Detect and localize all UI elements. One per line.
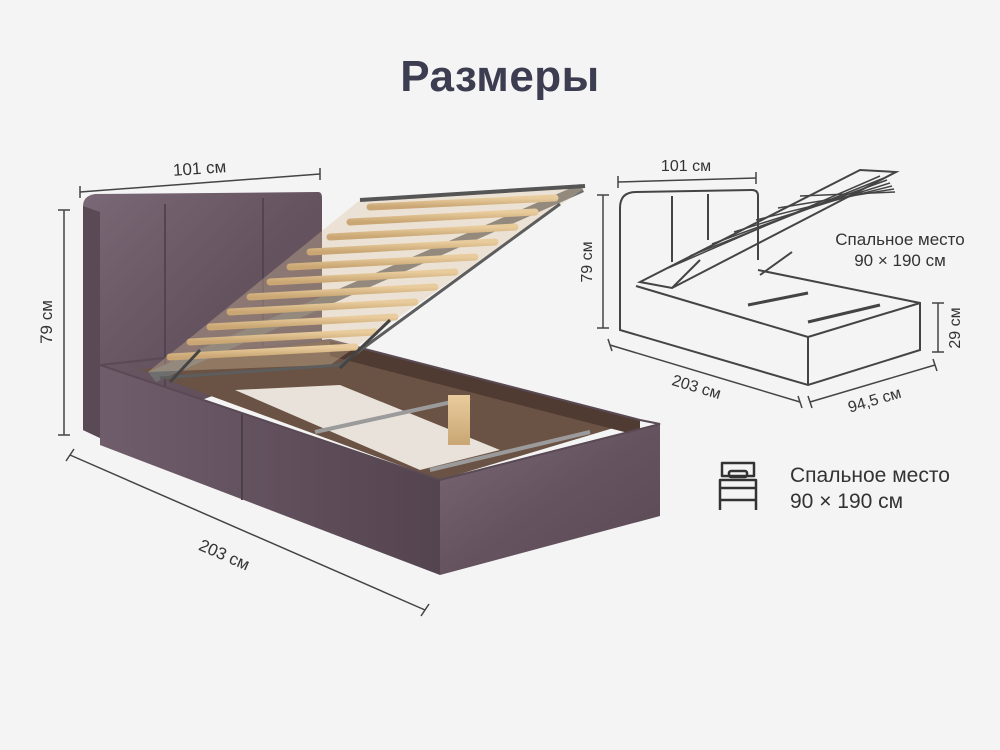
gas-lift (338, 318, 392, 370)
center-support (448, 395, 470, 445)
frame-rail (159, 202, 561, 380)
schema-dimension-lines (597, 172, 944, 409)
slatted-base (148, 184, 586, 384)
frame-rail (359, 184, 586, 202)
storage-floor (235, 385, 500, 470)
schema-base-height-label: 29 см (947, 307, 964, 348)
page-title: Размеры (400, 52, 600, 101)
frame-edge (148, 184, 584, 382)
gas-lift (168, 348, 202, 384)
gas-strut (314, 396, 471, 434)
main-length-label: 203 см (196, 536, 252, 575)
schema-height-label: 79 см (579, 241, 596, 282)
main-width-label: 101 см (172, 157, 226, 180)
main-height-label: 79 см (37, 300, 56, 344)
schema-sleep-line2: 90 × 190 см (854, 251, 946, 270)
gas-strut (429, 430, 591, 472)
top-edge (99, 338, 661, 482)
foot-rail (440, 424, 660, 575)
sleep-area-line2: 90 × 190 см (790, 490, 903, 513)
bed-illustration (83, 184, 661, 575)
schema-width-label: 101 см (661, 158, 711, 175)
bed-icon (718, 461, 758, 510)
schema-inner-width-label: 94,5 см (846, 385, 903, 417)
main-dimension-lines (58, 168, 430, 617)
storage-wall (330, 340, 640, 436)
schema-headboard (619, 188, 759, 260)
schema-sleep-line1: Спальное место (835, 230, 964, 249)
side-rail (100, 365, 440, 575)
headboard-edge (83, 206, 100, 438)
sleep-area-line1: Спальное место (790, 464, 950, 487)
slats (166, 194, 559, 361)
schema-slats (667, 175, 896, 269)
bed-schematic (619, 168, 921, 387)
